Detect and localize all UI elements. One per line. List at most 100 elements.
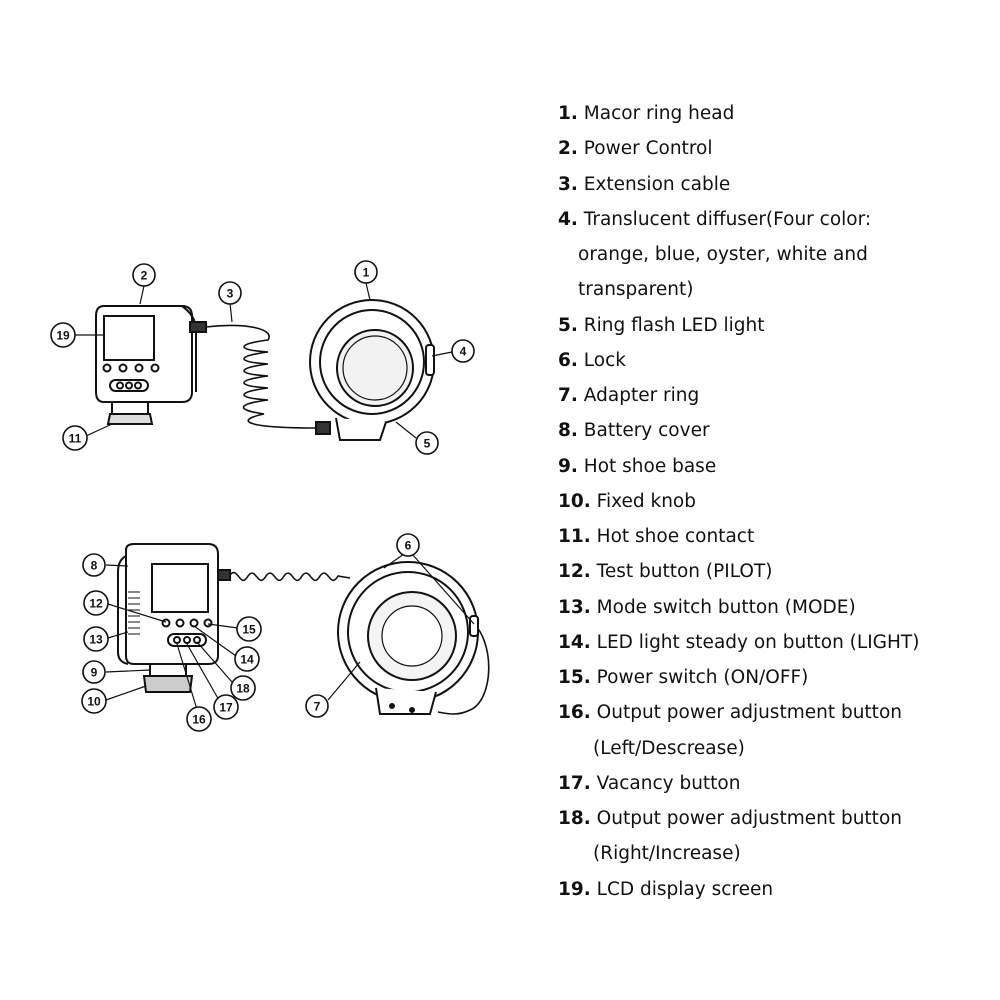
callout-2: 2 <box>132 263 156 287</box>
callout-16: 16 <box>186 706 212 732</box>
bottom-leaders <box>105 553 475 717</box>
legend-text: Lock <box>577 349 626 371</box>
callout-10: 10 <box>81 688 107 714</box>
legend-item: 5. Ring flash LED light <box>558 308 765 343</box>
callout-7: 7 <box>305 694 329 718</box>
legend-item: 9. Hot shoe base <box>558 449 716 484</box>
callout-5-label: 5 <box>424 437 431 451</box>
callout-1-label: 1 <box>363 266 370 280</box>
callout-4: 4 <box>451 339 475 363</box>
legend-item: 15. Power switch (ON/OFF) <box>558 660 808 695</box>
callout-17: 17 <box>213 694 239 720</box>
legend-number: 7. <box>558 385 578 406</box>
legend-item: 17. Vacancy button <box>558 766 740 801</box>
callout-9-label: 9 <box>91 666 98 680</box>
ring-flash-diagram: 2 3 1 19 4 5 11 <box>50 260 490 732</box>
callout-8-label: 8 <box>91 559 98 573</box>
legend-number: 13. <box>558 596 591 618</box>
lcd-screen <box>103 315 155 361</box>
callout-13: 13 <box>83 626 109 652</box>
legend-text-continuation: (Right/Increase) <box>593 843 741 865</box>
top-leaders <box>75 282 453 439</box>
legend-text: Hot shoe base <box>577 455 717 477</box>
hot-shoe <box>111 402 149 415</box>
callout-17-label: 17 <box>219 701 233 715</box>
legend-number: 8. <box>558 420 578 442</box>
legend-text: Adapter ring <box>577 385 700 406</box>
callout-14: 14 <box>234 646 260 672</box>
callout-14-label: 14 <box>240 653 254 667</box>
legend-text-continuation: orange, blue, oyster, white and <box>578 244 868 265</box>
callout-8: 8 <box>82 553 106 577</box>
legend-text: Power switch (ON/OFF) <box>590 667 809 688</box>
legend-number: 19. <box>558 878 591 900</box>
coiled-cable-rear <box>229 571 351 582</box>
legend-text: Output power adjustment button <box>590 808 902 829</box>
callout-15: 15 <box>236 616 262 642</box>
legend-text: Power Control <box>577 138 713 160</box>
callout-12-label: 12 <box>89 597 103 611</box>
fixed-knob <box>142 675 194 693</box>
callout-11-label: 11 <box>69 432 82 446</box>
legend-item: 2. Power Control <box>558 131 712 166</box>
callout-2-label: 2 <box>141 269 148 283</box>
callout-5: 5 <box>415 431 439 455</box>
legend-item: 13. Mode switch button (MODE) <box>558 590 856 625</box>
legend-number: 10. <box>558 490 591 512</box>
coiled-cable <box>205 324 321 429</box>
callout-19-label: 19 <box>56 329 70 343</box>
bottom-view-illustration <box>117 543 490 715</box>
legend-text: Hot shoe contact <box>590 526 755 547</box>
callout-12: 12 <box>83 590 109 616</box>
legend-text: Macor ring head <box>577 103 735 124</box>
callout-6-label: 6 <box>405 539 412 553</box>
legend-text: Mode switch button (MODE) <box>590 596 856 618</box>
callout-19: 19 <box>50 322 76 348</box>
legend-number: 14. <box>558 631 591 653</box>
legend-item: 12. Test button (PILOT) <box>558 554 772 589</box>
callout-11: 11 <box>62 425 88 451</box>
callout-3: 3 <box>218 281 242 305</box>
callout-9: 9 <box>82 660 106 684</box>
legend-number: 5. <box>558 314 578 336</box>
legend-item: 4. Translucent diffuser(Four color: <box>558 202 871 237</box>
legend-number: 12. <box>558 561 591 583</box>
legend-number: 6. <box>558 349 578 371</box>
legend-item: 7. Adapter ring <box>558 378 699 413</box>
callout-16-label: 16 <box>192 713 206 727</box>
legend-number: 4. <box>558 208 578 230</box>
callout-18: 18 <box>230 675 256 701</box>
legend-item: 6. Lock <box>558 343 626 378</box>
callout-7-label: 7 <box>314 700 321 714</box>
legend-text: Battery cover <box>577 420 710 442</box>
legend-item: 18. Output power adjustment button <box>558 801 902 836</box>
legend-number: 11. <box>558 526 591 547</box>
callout-4-label: 4 <box>460 345 467 359</box>
legend-item: 14. LED light steady on button (LIGHT) <box>558 625 919 660</box>
callout-6: 6 <box>396 533 420 557</box>
legend-item: 10. Fixed knob <box>558 484 696 519</box>
legend-item: 3. Extension cable <box>558 167 730 202</box>
legend-text-continuation: (Left/Descrease) <box>593 737 745 759</box>
legend-text: Ring flash LED light <box>577 314 765 336</box>
legend-number: 17. <box>558 772 591 794</box>
legend-item: 19. LCD display screen <box>558 872 773 907</box>
legend-text: LED light steady on button (LIGHT) <box>590 631 920 653</box>
callout-13-label: 13 <box>89 633 103 647</box>
callout-15-label: 15 <box>242 623 256 637</box>
legend-text-continuation: transparent) <box>578 279 694 301</box>
callout-18-label: 18 <box>236 682 250 696</box>
legend-number: 15. <box>558 667 591 688</box>
top-view-illustration <box>95 299 435 441</box>
legend-text: Extension cable <box>577 173 731 195</box>
legend-text: Vacancy button <box>590 772 741 794</box>
legend-item: 1. Macor ring head <box>558 96 734 131</box>
legend-item: 11. Hot shoe contact <box>558 519 754 554</box>
lcd-screen-rear <box>151 563 209 613</box>
legend-text: LCD display screen <box>590 878 774 900</box>
legend-number: 16. <box>558 702 591 724</box>
legend-text: Translucent diffuser(Four color: <box>577 208 872 230</box>
legend-text: Output power adjustment button <box>590 702 902 724</box>
legend-number: 1. <box>558 103 578 124</box>
legend-item: 16. Output power adjustment button <box>558 695 902 730</box>
